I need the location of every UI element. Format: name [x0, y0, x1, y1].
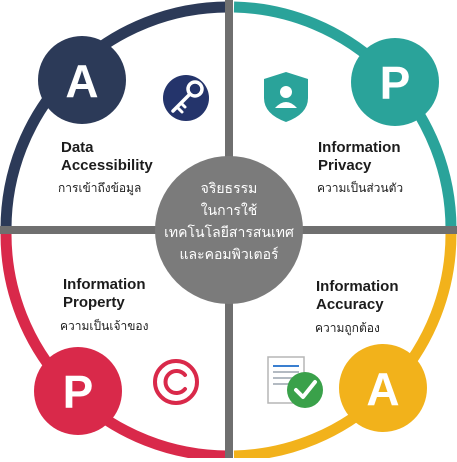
title-accuracy: Information Accuracy	[316, 278, 399, 314]
center-circle	[155, 156, 303, 304]
badge-letter-accuracy: A	[366, 363, 399, 415]
title-line: Accuracy	[316, 296, 384, 313]
copyright-icon	[153, 359, 199, 405]
thai-property: ความเป็นเจ้าของ	[60, 319, 149, 333]
thai-accessibility: การเข้าถึงข้อมูล	[58, 181, 142, 195]
title-line: Accessibility	[61, 157, 153, 174]
center-line: และคอมพิวเตอร์	[179, 247, 279, 263]
center-line: จริยธรรม	[200, 181, 258, 197]
title-privacy: Information Privacy	[318, 139, 401, 175]
badge-letter-privacy: P	[380, 57, 411, 109]
badge-accuracy: A	[339, 344, 427, 432]
title-line: Information	[63, 276, 146, 293]
badge-letter-property: P	[63, 366, 94, 418]
key-icon	[163, 75, 209, 121]
title-line: Privacy	[318, 157, 372, 174]
badge-letter-accessibility: A	[65, 55, 98, 107]
thai-accuracy: ความถูกต้อง	[315, 321, 380, 335]
badge-accessibility: A	[38, 36, 126, 124]
center-title: จริยธรรม ในการใช้ เทคโนโลยีสารสนเทศ และค…	[154, 178, 304, 266]
title-property: Information Property	[63, 276, 146, 312]
badge-privacy: P	[351, 38, 439, 126]
center-line: เทคโนโลยีสารสนเทศ	[164, 225, 294, 241]
document-check-icon	[267, 356, 323, 408]
title-line: Information	[318, 139, 401, 156]
title-line: Property	[63, 294, 125, 311]
shield-user-icon	[264, 72, 308, 122]
title-accessibility: Data Accessibility	[61, 139, 153, 175]
title-line: Data	[61, 139, 94, 156]
badge-property: P	[34, 347, 122, 435]
center-line: ในการใช้	[200, 203, 258, 219]
thai-privacy: ความเป็นส่วนตัว	[317, 181, 404, 195]
title-line: Information	[316, 278, 399, 295]
